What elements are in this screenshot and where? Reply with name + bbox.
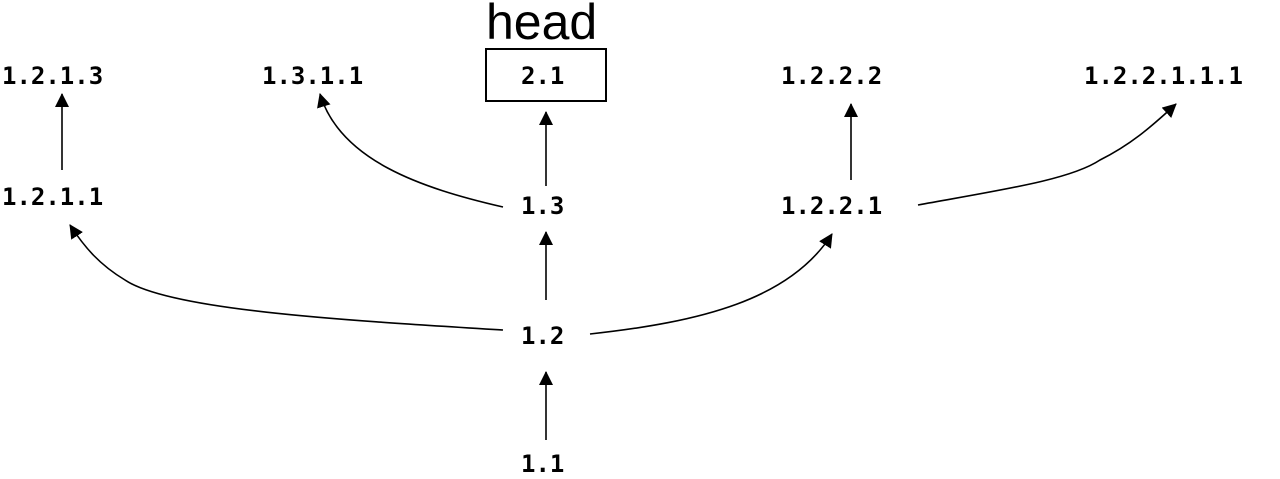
node-1.2.1.1: 1.2.1.1 (2, 183, 104, 211)
node-1.1: 1.1 (521, 450, 565, 478)
node-1.2.2.1.1.1: 1.2.2.1.1.1 (1084, 62, 1243, 90)
node-1.3.1.1: 1.3.1.1 (262, 62, 364, 90)
edge-1.3-to-1.3.1.1 (317, 93, 504, 208)
node-1.2.2.1: 1.2.2.1 (781, 192, 883, 220)
node-2.1: 2.1 (521, 62, 565, 90)
edge-1.2-to-1.2.1.1 (69, 224, 504, 331)
node-1.2.2.2: 1.2.2.2 (781, 62, 883, 90)
head-label: head (486, 0, 598, 50)
node-1.2.1.3: 1.2.1.3 (2, 62, 104, 90)
edge-1.2-to-1.2.2.1 (589, 233, 833, 335)
node-1.3: 1.3 (521, 192, 565, 220)
head-box (485, 48, 607, 102)
edge-1.2.2.1-to-1.2.2.1.1.1 (917, 103, 1177, 206)
node-1.2: 1.2 (521, 322, 565, 350)
